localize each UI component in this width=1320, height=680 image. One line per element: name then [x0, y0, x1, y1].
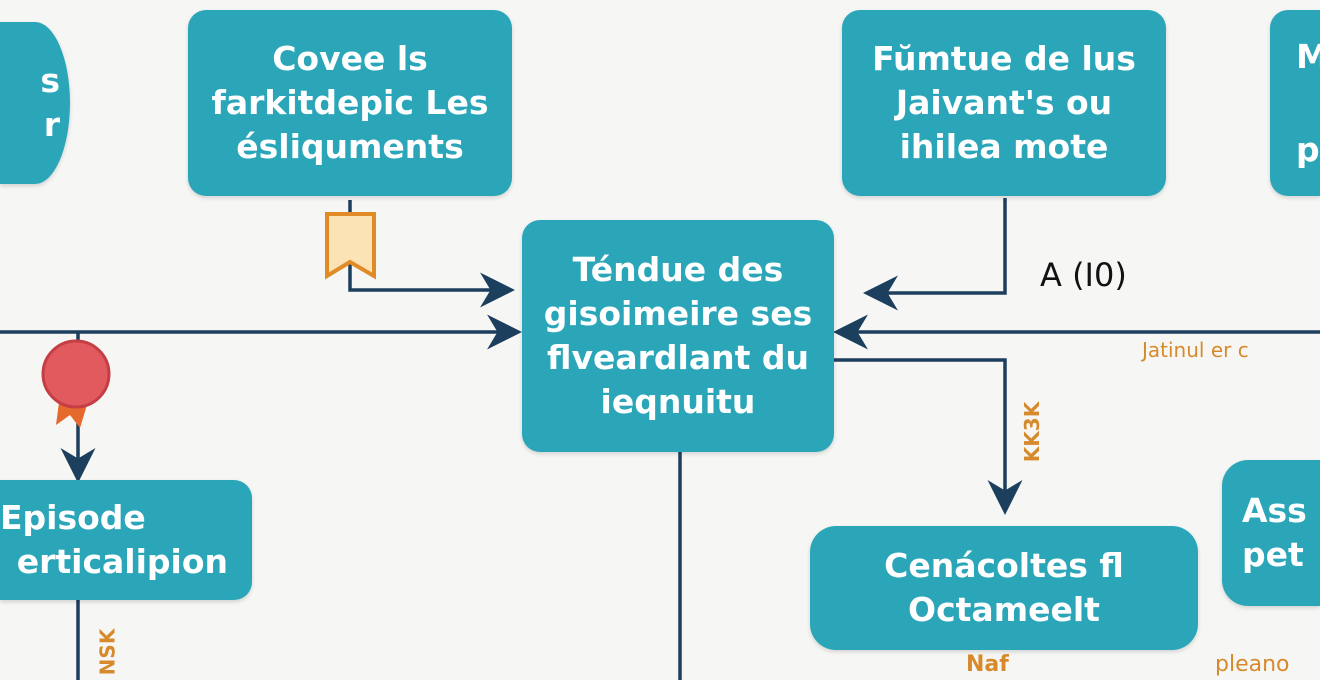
node-episode[interactable]: Episode erticalipion [0, 480, 252, 600]
node-text: Episode [0, 498, 146, 537]
node-text: ésliquments [236, 127, 464, 166]
node-text: farkitdepic Les [211, 83, 489, 122]
label-naf: Naf [966, 652, 1009, 677]
node-far-right[interactable]: Ass pet [1222, 460, 1320, 606]
node-text: erticalipion [16, 542, 228, 581]
node-text: r [43, 105, 60, 144]
line-center-to-bottomright [834, 358, 1023, 515]
label-kk: KK3K [1020, 401, 1045, 463]
node-left-ellipse[interactable]: s r [0, 22, 70, 184]
label-jatinul: Jatinul er c [1142, 338, 1249, 362]
node-text: Jaivant's ou [895, 83, 1113, 122]
node-text: M [1296, 36, 1320, 76]
node-text: flveardlant du [547, 338, 809, 377]
label-a10: A (I0) [1040, 256, 1127, 294]
node-center[interactable]: Téndue des gisoimeire ses flveardlant du… [522, 220, 834, 452]
node-text: Téndue des [572, 250, 784, 289]
node-text: p [1296, 129, 1320, 169]
node-top-left[interactable]: Covee ls farkitdepic Les ésliquments [188, 10, 512, 196]
bookmark-icon [325, 212, 376, 280]
node-text: Covee ls [272, 39, 428, 78]
medal-icon [41, 339, 111, 428]
node-top-far-right[interactable]: M p [1270, 10, 1320, 196]
node-text: Cenácoltes fl [884, 546, 1124, 585]
node-text: ieqnuitu [600, 382, 756, 421]
node-text: gisoimeire ses [543, 294, 813, 333]
node-text: ihilea mote [899, 127, 1109, 166]
node-text: Octameelt [908, 590, 1100, 629]
node-text: pet [1242, 535, 1304, 574]
node-text: Ass [1242, 491, 1307, 530]
line-topright-to-center [863, 198, 1007, 311]
label-nsk: NSK [95, 628, 120, 676]
node-top-right[interactable]: Fŭmtue de lus Jaivant's ou ihilea mote [842, 10, 1166, 196]
label-pleano: pleano [1215, 652, 1290, 677]
node-bottom-right[interactable]: Cenácoltes fl Octameelt [810, 526, 1198, 650]
node-text: s [40, 61, 60, 100]
node-text: Fŭmtue de lus [872, 39, 1136, 78]
